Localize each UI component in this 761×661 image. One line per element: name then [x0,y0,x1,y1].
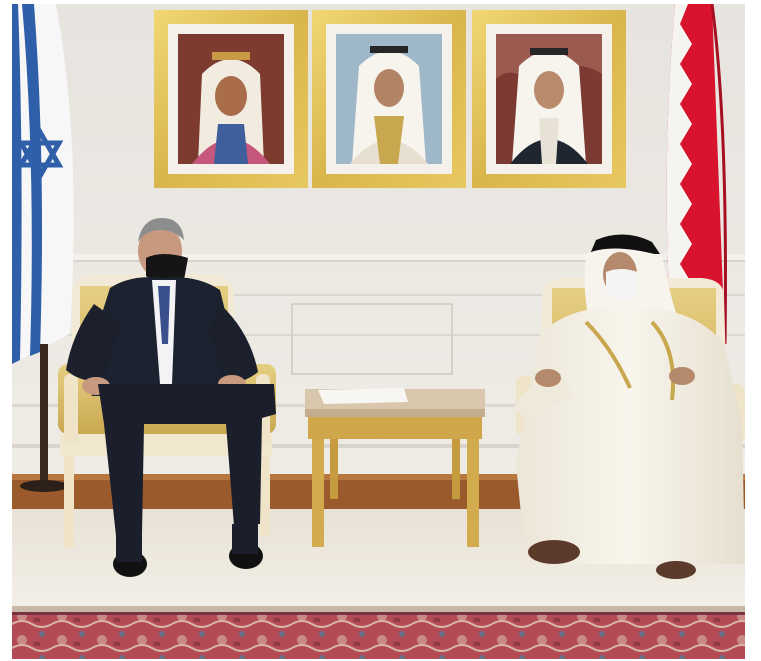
portrait-right [472,10,626,188]
israel-flag [12,4,74,492]
carpet [12,606,745,659]
man-in-suit [66,218,276,577]
bahrain-flag [666,4,727,345]
photo-scene [12,4,745,659]
portrait-center [312,10,466,188]
man-in-thobe [514,234,745,579]
portrait-left [154,10,308,188]
side-table [305,388,485,547]
